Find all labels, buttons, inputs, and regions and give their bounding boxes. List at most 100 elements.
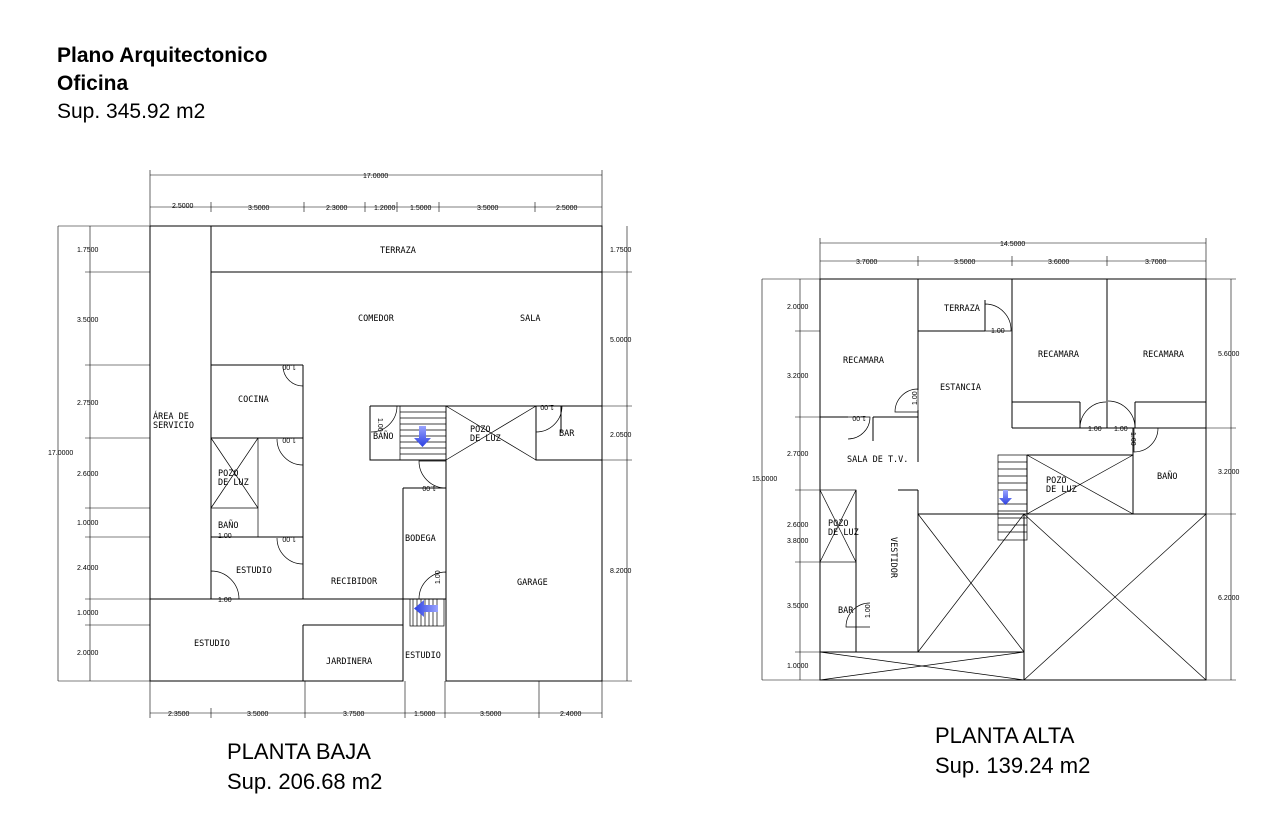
dim-label: 2.5000 [556, 205, 578, 212]
pb-doors [210, 365, 563, 600]
planta-alta-area: Sup. 139.24 m2 [935, 753, 1091, 778]
door-width-label: 1.00 [218, 533, 232, 540]
room-label-recamara: RECAMARA [1143, 350, 1184, 360]
room-label-pozo-luz: DE LUZ [470, 434, 501, 444]
dim-label: 6.2000 [1218, 595, 1240, 602]
dim-label: 3.5000 [480, 711, 502, 718]
pb-dimension-labels: 17.0000 2.5000 3.5000 2.3000 1.2000 1.50… [48, 173, 632, 718]
room-label-bano: BAÑO [218, 520, 238, 531]
room-label-pozo-luz: POZO [218, 469, 238, 479]
pb-stair-arrow-left-icon [414, 600, 438, 617]
room-label-terraza: TERRAZA [944, 304, 980, 314]
door-width-label: 1.00 [1114, 426, 1128, 433]
dim-label: 1.5000 [414, 711, 436, 718]
dim-label: 3.7500 [343, 711, 365, 718]
dim-label: 2.7000 [787, 451, 809, 458]
planta-baja-caption: PLANTA BAJA Sup. 206.68 m2 [227, 737, 382, 797]
door-width-label: 1.00 [540, 403, 554, 410]
door-width-label: 1.00 [912, 391, 919, 405]
room-label-recamara: RECAMARA [843, 356, 884, 366]
dim-label: 3.5000 [954, 259, 976, 266]
planta-alta: 1.00 1.00 1.00 1.00 1.00 1.00 1.00 TERRA… [752, 238, 1240, 681]
door-width-label: 1.00 [865, 604, 872, 618]
dim-label: 2.5000 [172, 203, 194, 210]
room-label-sala: SALA [520, 314, 540, 324]
dim-label: 2.4000 [560, 711, 582, 718]
pa-stair-arrow-down-icon [999, 490, 1012, 505]
room-label-terraza: TERRAZA [380, 246, 416, 256]
dim-label: 5.0000 [610, 337, 632, 344]
dim-label: 1.0000 [77, 610, 99, 617]
dim-label: 1.7500 [610, 247, 632, 254]
planta-alta-title: PLANTA ALTA [935, 723, 1075, 748]
dim-label: 1.2000 [374, 205, 396, 212]
total-area: Sup. 345.92 m2 [57, 100, 206, 123]
door-width-label: 1.00 [282, 535, 296, 542]
room-label-estudio: ESTUDIO [236, 566, 272, 576]
room-label-comedor: COMEDOR [358, 314, 395, 324]
dim-label: 17.0000 [363, 173, 388, 180]
door-width-label: 1.00 [282, 436, 296, 443]
room-label-jardinera: JARDINERA [326, 657, 372, 667]
pa-dimensions [761, 238, 1236, 681]
plan-header: Plano Arquitectonico Oficina Sup. 345.92… [57, 42, 267, 126]
planta-alta-caption: PLANTA ALTA Sup. 139.24 m2 [935, 721, 1090, 781]
plan-subtitle: Oficina [57, 72, 129, 95]
dim-label: 2.7500 [77, 400, 99, 407]
dim-label: 3.6000 [1048, 259, 1070, 266]
dim-label: 2.6000 [787, 522, 809, 529]
room-label-pozo-luz: DE LUZ [1046, 485, 1077, 495]
dim-label: 3.8000 [787, 538, 809, 545]
dim-label: 8.2000 [610, 568, 632, 575]
dim-label: 1.5000 [410, 205, 432, 212]
dim-label: 3.7000 [856, 259, 878, 266]
planta-baja-title: PLANTA BAJA [227, 739, 371, 764]
pa-walls [819, 278, 1207, 681]
dim-label: 2.4000 [77, 565, 99, 572]
room-label-bodega: BODEGA [405, 534, 436, 544]
door-width-label: 1.00 [282, 363, 296, 370]
room-label-estancia: ESTANCIA [940, 383, 981, 393]
pa-room-labels: TERRAZA RECAMARA ESTANCIA RECAMARA RECAM… [828, 304, 1184, 616]
pa-dimension-labels: 14.5000 3.7000 3.5000 3.6000 3.7000 15.0… [752, 241, 1240, 670]
door-width-label: 1.00 [991, 328, 1005, 335]
dim-label: 2.0500 [610, 432, 632, 439]
room-label-pozo-luz: DE LUZ [218, 478, 249, 488]
dim-label: 17.0000 [48, 450, 73, 457]
dim-label: 2.3500 [168, 711, 190, 718]
pb-door-labels: 1.00 1.00 1.00 1.00 1.00 1.00 1.00 1.00 … [218, 363, 554, 604]
room-label-bano: BAÑO [1157, 471, 1177, 482]
room-label-bar: BAR [838, 606, 854, 616]
room-label-area-servicio: SERVICIO [153, 421, 194, 431]
room-label-pozo-luz: POZO [1046, 476, 1066, 486]
pb-stairs-upper [399, 405, 447, 461]
dim-label: 2.6000 [77, 471, 99, 478]
door-width-label: 1.00 [1129, 432, 1136, 446]
pb-dimensions [57, 170, 632, 718]
dim-label: 15.0000 [752, 476, 777, 483]
room-label-pozo-luz: POZO [828, 519, 848, 529]
door-width-label: 1.00 [376, 418, 383, 432]
dim-label: 5.6000 [1218, 351, 1240, 358]
room-label-recamara: RECAMARA [1038, 350, 1079, 360]
room-label-estudio: ESTUDIO [405, 651, 441, 661]
pb-room-labels: TERRAZA COMEDOR SALA ÁREA DE SERVICIO CO… [153, 246, 575, 667]
room-label-garage: GARAGE [517, 578, 548, 588]
room-label-sala-tv: SALA DE T.V. [847, 455, 908, 465]
pb-walls [149, 225, 603, 682]
dim-label: 3.5000 [247, 711, 269, 718]
dim-label: 3.5000 [248, 205, 270, 212]
dim-label: 2.3000 [326, 205, 348, 212]
room-label-bano: BAÑO [373, 431, 393, 442]
pa-doors [845, 303, 1159, 628]
pa-stairs [997, 454, 1028, 541]
dim-label: 3.2000 [1218, 469, 1240, 476]
planta-baja: 1.00 1.00 1.00 1.00 1.00 1.00 1.00 1.00 … [48, 170, 632, 718]
dim-label: 1.7500 [77, 247, 99, 254]
door-width-label: 1.00 [218, 597, 232, 604]
door-width-label: 1.00 [1088, 426, 1102, 433]
room-label-bar: BAR [559, 429, 575, 439]
dim-label: 2.0000 [787, 304, 809, 311]
pb-stairs-lower [409, 598, 445, 627]
